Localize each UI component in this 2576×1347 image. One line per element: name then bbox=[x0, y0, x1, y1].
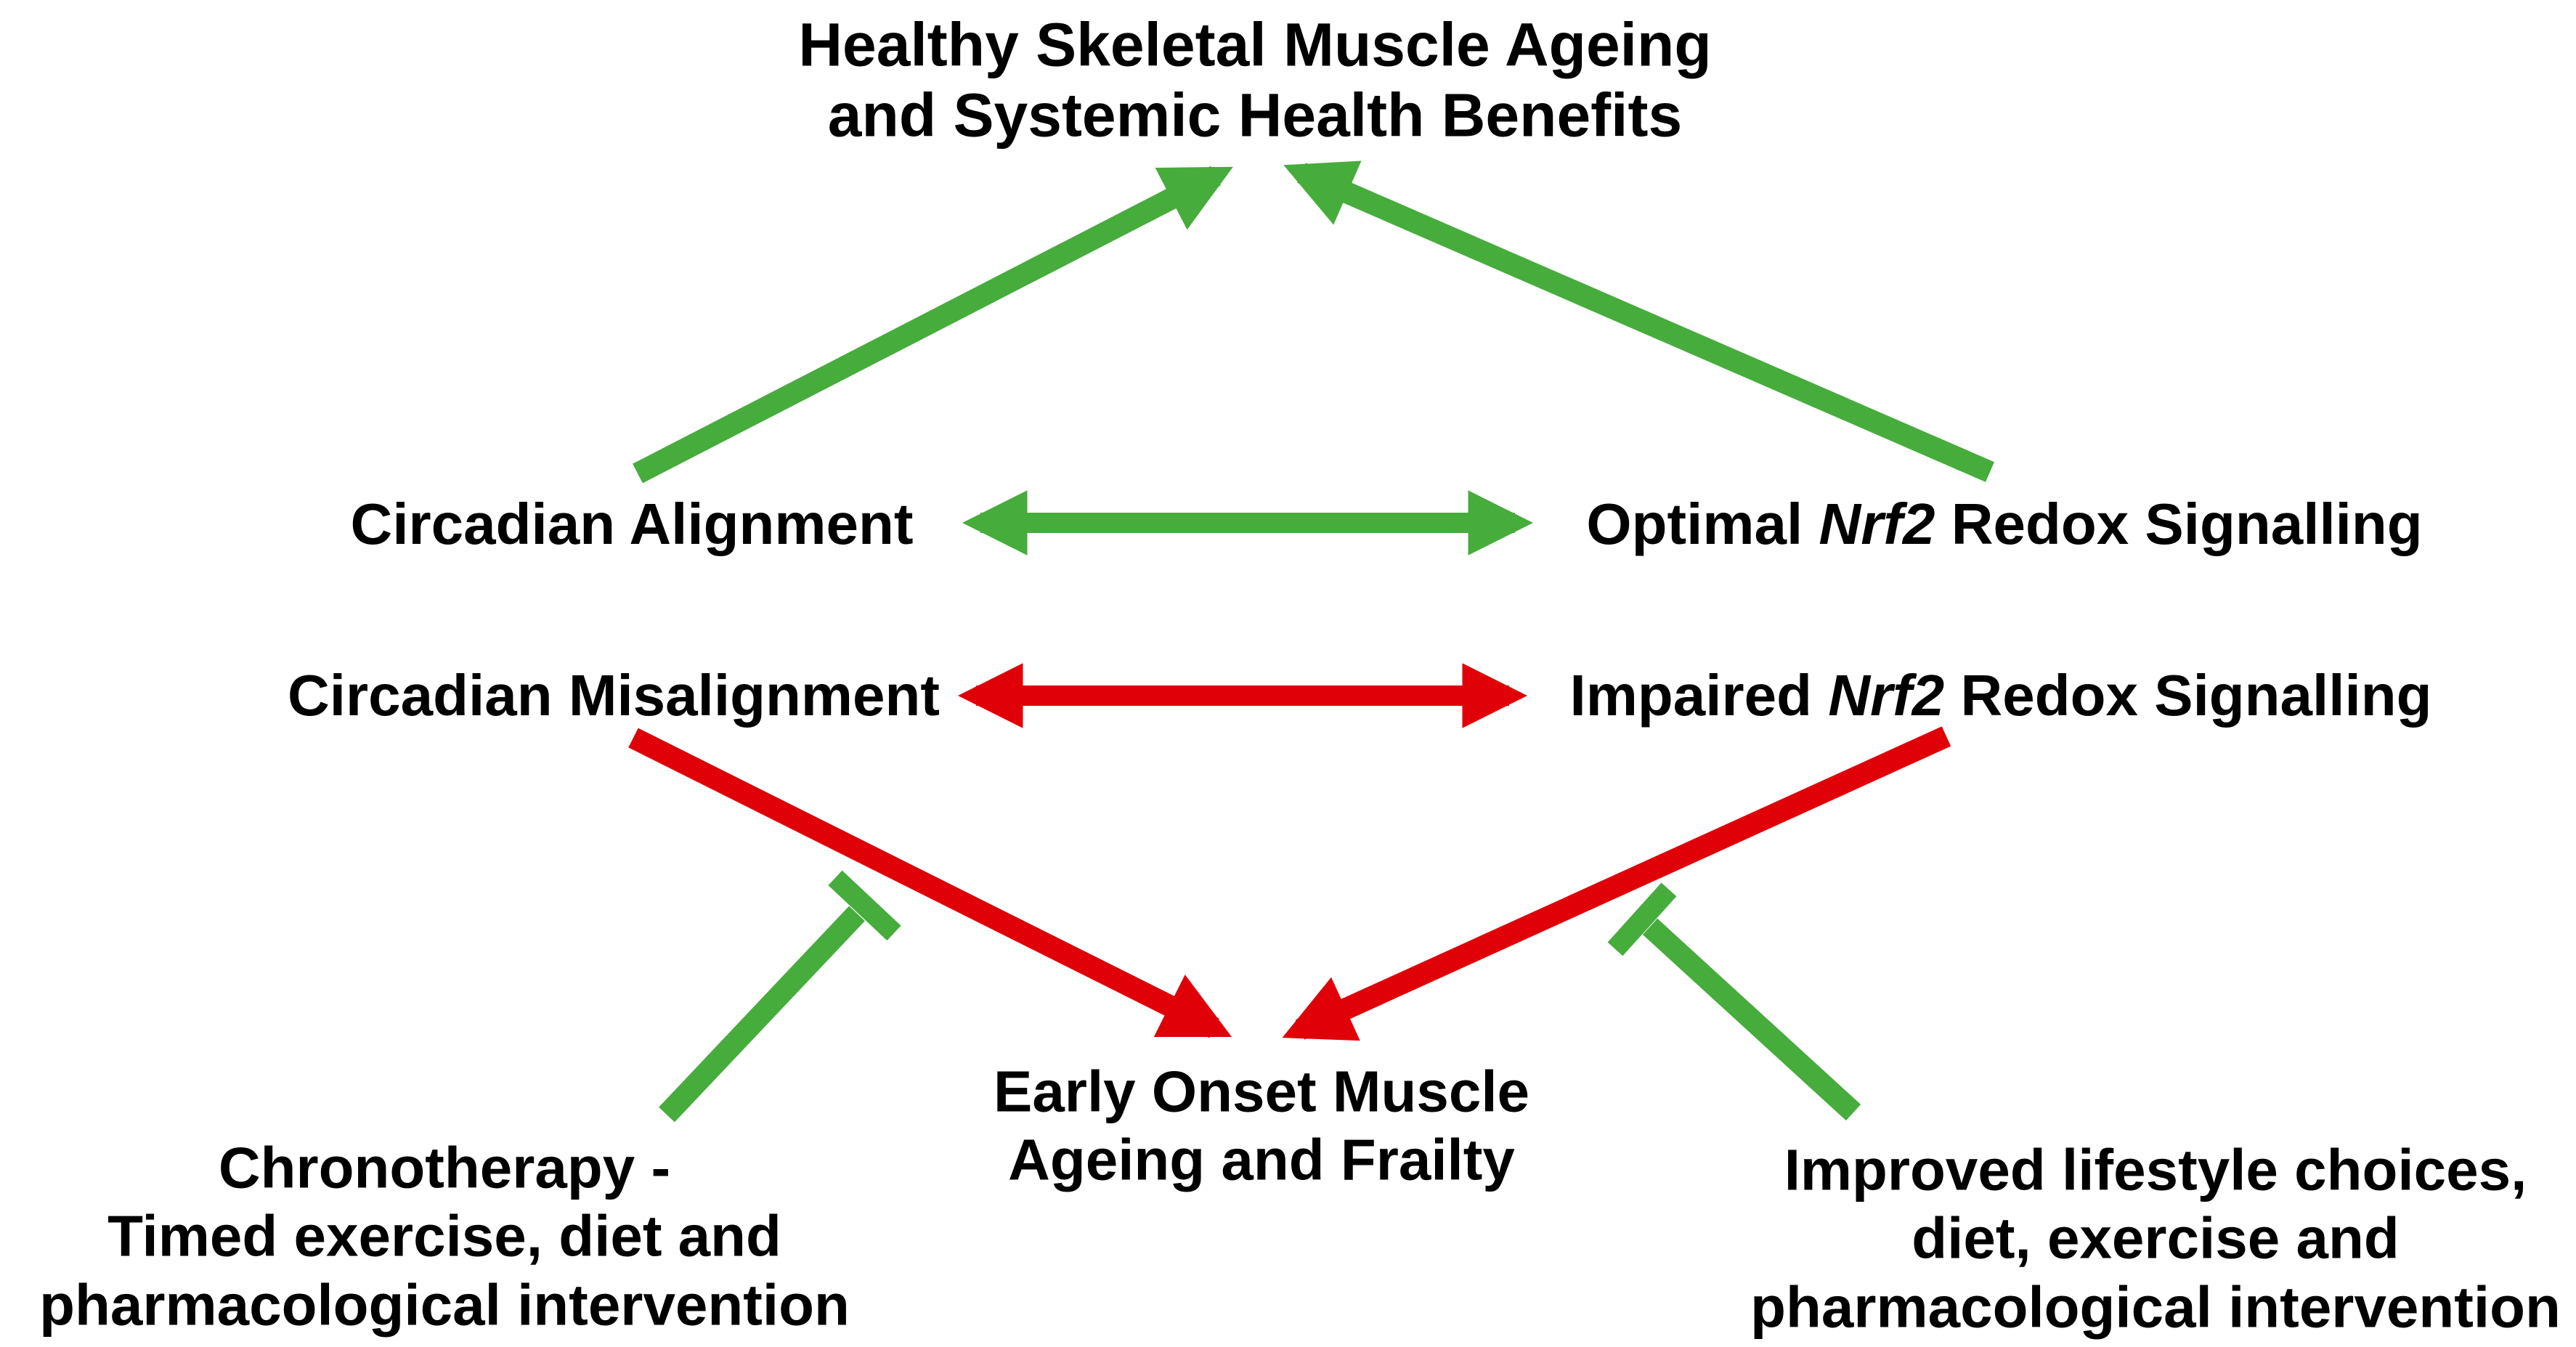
inhibitor-chronotherapy-bar bbox=[828, 870, 901, 941]
node-improved-lifestyle-line1: Improved lifestyle choices, bbox=[1784, 1137, 2527, 1202]
arrow-optimal-to-healthy bbox=[1283, 160, 1994, 482]
node-early-onset: Early Onset Muscle Ageing and Frailty bbox=[994, 1058, 1529, 1195]
node-optimal-nrf2: Optimal Nrf2 Redox Signalling bbox=[1586, 491, 2423, 556]
node-chronotherapy-line2: Timed exercise, diet and bbox=[107, 1203, 781, 1269]
node-early-onset-line1: Early Onset Muscle bbox=[993, 1059, 1530, 1124]
arrow-impaired-to-early-onset bbox=[1282, 726, 1951, 1041]
node-healthy-ageing: Healthy Skeletal Muscle Ageing and Syste… bbox=[798, 9, 1711, 150]
node-early-onset-line2: Ageing and Frailty bbox=[1008, 1128, 1515, 1192]
node-impaired-nrf2: Impaired Nrf2 Redox Signalling bbox=[1569, 662, 2432, 728]
node-chronotherapy-line3: pharmacological intervention bbox=[39, 1272, 850, 1338]
nrf2-gene-italic: Nrf2 bbox=[1819, 491, 1935, 556]
nrf2-gene-italic: Nrf2 bbox=[1828, 662, 1945, 728]
inhibitor-lifestyle-stem bbox=[1642, 918, 1861, 1121]
node-improved-lifestyle: Improved lifestyle choices, diet, exerci… bbox=[1750, 1136, 2561, 1341]
arrow-misalignment-to-early-onset bbox=[628, 728, 1232, 1038]
inhibitor-chronotherapy-stem bbox=[659, 906, 865, 1123]
node-healthy-ageing-line2: and Systemic Health Benefits bbox=[827, 81, 1683, 149]
inhibitor-lifestyle-bar bbox=[1607, 882, 1677, 956]
node-circadian-alignment: Circadian Alignment bbox=[350, 491, 914, 556]
node-improved-lifestyle-line2: diet, exercise and bbox=[1911, 1205, 2400, 1271]
node-chronotherapy-line1: Chronotherapy - bbox=[218, 1135, 671, 1200]
node-chronotherapy: Chronotherapy - Timed exercise, diet and… bbox=[39, 1134, 850, 1339]
node-improved-lifestyle-line3: pharmacological intervention bbox=[1750, 1274, 2561, 1340]
node-healthy-ageing-line1: Healthy Skeletal Muscle Ageing bbox=[798, 10, 1712, 79]
node-circadian-misalignment: Circadian Misalignment bbox=[288, 662, 940, 728]
arrow-alignment-to-healthy bbox=[633, 166, 1233, 484]
